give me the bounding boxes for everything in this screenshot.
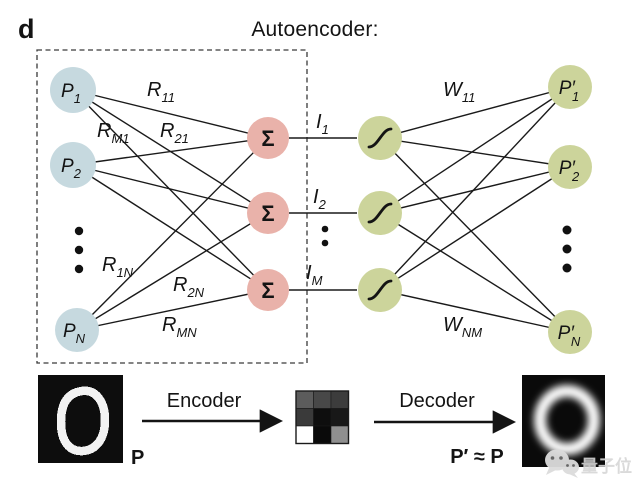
latent-cell [313,408,332,427]
input-node-n [55,308,99,352]
input-node-n-label: PN [63,321,86,346]
decoder-weight-labels: W11 WNM [443,79,482,340]
diagram-title: Autoencoder: [251,18,378,41]
weight-label-r1n: R1N [102,254,134,280]
sigmoid-icon [367,127,393,149]
sum-symbol-2: Σ [261,201,274,226]
input-node-1 [50,67,96,113]
decoder-label: Decoder [399,390,475,412]
latent-grid-border [295,390,350,445]
activation-layer [358,116,402,312]
input-node-1-label: P1 [61,81,81,106]
output-node-2-label: P′2 [559,158,580,184]
decoder-weight-lines [379,86,571,333]
latent-label-im: IM [306,262,323,288]
sum-symbol-3: Σ [261,278,274,303]
latent-cell [295,425,314,444]
latent-cell [330,425,349,444]
encoder-weight-labels: R11 RM1 R21 R1N R2N RMN [97,79,205,340]
encoder-label: Encoder [167,390,242,412]
input-digit-image [38,375,123,463]
latent-cell [313,390,332,409]
input-node-2-label: P2 [61,156,82,181]
weight-label-rm1: RM1 [97,120,130,146]
latent-cell [295,390,314,409]
output-approx-label: P′ ≈ P [450,446,504,468]
encoder-weight-lines [72,89,269,331]
blurry-zero [534,385,600,455]
weight-label-r21: R21 [160,120,189,146]
wechat-icon [545,449,579,478]
weight-label-w11: W11 [443,79,475,105]
latent-cell [295,408,314,427]
output-node-n-label: P′N [558,323,581,349]
weight-label-r2n: R2N [173,274,205,300]
sigmoid-icon [367,279,393,301]
sum-symbol-1: Σ [261,126,274,151]
weight-label-rmn: RMN [162,314,197,340]
encoder-dashed-box [36,49,308,364]
latent-connectors [289,137,357,291]
latent-cell [330,390,349,409]
latent-labels: I1 I2 IM [306,111,329,288]
input-vertical-ellipsis [74,226,84,274]
input-image-label: P [131,447,144,469]
output-layer: P′1 P′2 P′N [548,65,592,354]
input-node-2 [50,142,96,188]
latent-vertical-ellipsis [321,225,329,247]
latent-label-i1: I1 [316,111,329,137]
watermark: 量子位 [545,449,632,478]
sum-node-2 [247,192,289,234]
output-node-n [548,310,592,354]
sum-layer: Σ Σ Σ [247,117,289,311]
input-layer: P1 P2 PN [50,67,99,352]
handwritten-zero [56,386,110,456]
figure-label: d [18,14,35,44]
sum-node-1 [247,117,289,159]
weight-label-r11: R11 [147,79,175,105]
output-node-1 [548,65,592,109]
output-node-2 [548,145,592,189]
sigmoid-icon [367,202,393,224]
latent-cell [313,425,332,444]
output-vertical-ellipsis [562,225,572,273]
weight-label-wnm: WNM [443,314,482,340]
output-node-1-label: P′1 [559,78,579,104]
latent-cell [330,408,349,427]
watermark-text: 量子位 [581,456,632,476]
latent-label-i2: I2 [313,186,327,212]
sum-node-3 [247,269,289,311]
latent-grid [295,390,350,445]
